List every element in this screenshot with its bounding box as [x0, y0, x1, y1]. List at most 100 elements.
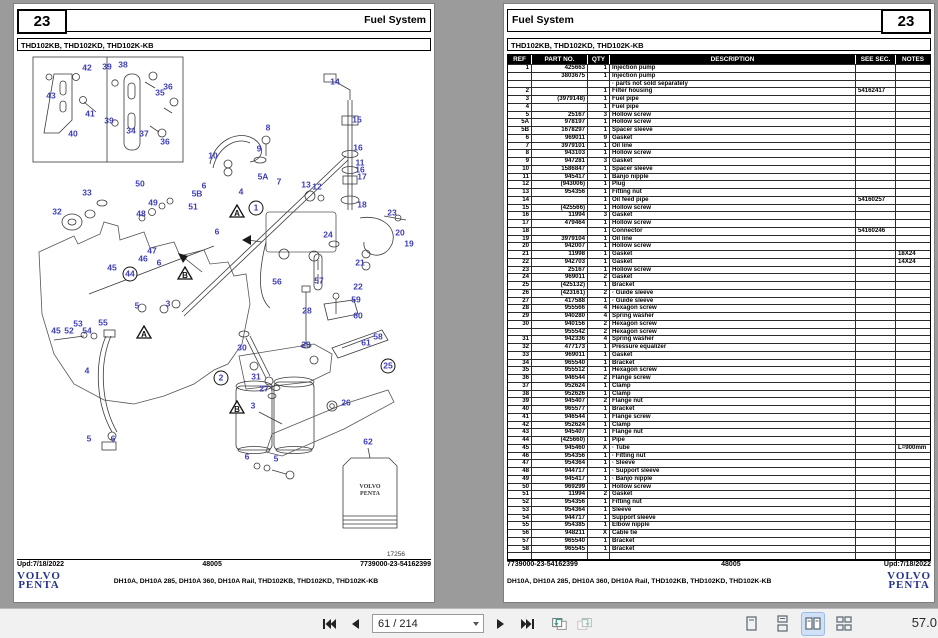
table-cell: 978197 — [532, 119, 588, 126]
callout-number: 36 — [163, 81, 173, 92]
table-cell — [508, 72, 532, 80]
first-page-button[interactable] — [320, 615, 338, 633]
table-cell: 11 — [508, 173, 532, 181]
table-cell: 2 — [588, 274, 610, 281]
callout-number: 38 — [118, 59, 128, 70]
two-page-continuous-view-button[interactable] — [833, 613, 855, 635]
table-cell: 1 — [588, 421, 610, 429]
table-cell: 35 — [508, 367, 532, 374]
table-cell — [856, 390, 896, 398]
table-cell: 3979104 — [532, 235, 588, 243]
table-cell — [856, 359, 896, 367]
parts-table-header: REF PART NO. QTY DESCRIPTION SEE SEC. NO… — [508, 55, 930, 64]
page-indicator-combobox[interactable]: 61 / 214 — [372, 614, 484, 633]
table-cell — [896, 538, 930, 545]
table-cell — [856, 344, 896, 351]
table-cell: 53 — [508, 506, 532, 514]
table-cell: 1 — [588, 514, 610, 522]
table-cell — [896, 205, 930, 212]
callout-number: 9 — [256, 143, 262, 154]
table-cell: 1 — [588, 266, 610, 274]
table-cell: 4 — [508, 103, 532, 111]
table-cell — [896, 468, 930, 475]
table-cell — [856, 545, 896, 553]
table-cell — [856, 483, 896, 491]
table-cell — [856, 111, 896, 119]
table-cell: 1 — [588, 150, 610, 157]
table-cell — [896, 65, 930, 72]
table-cell: 1 — [588, 367, 610, 374]
last-page-button[interactable] — [518, 615, 536, 633]
table-cell: X — [588, 530, 610, 537]
table-cell: Gasket — [610, 134, 856, 142]
callout-number: 45 — [107, 262, 117, 273]
table-cell: 1 — [588, 506, 610, 514]
next-page-button[interactable] — [492, 615, 510, 633]
table-cell — [856, 313, 896, 320]
continuous-view-button[interactable] — [771, 613, 793, 635]
table-cell: Spring washer — [610, 313, 856, 320]
table-cell: 7 — [508, 142, 532, 150]
table-cell: Hexagon screw — [610, 328, 856, 336]
callout-number: 3 — [165, 298, 171, 309]
table-cell: 969299 — [532, 483, 588, 491]
document-canvas: 23 Fuel System THD102KB, THD102KD, THD10… — [14, 4, 934, 602]
table-cell: 1 — [588, 282, 610, 289]
callout-number: 45 — [51, 325, 61, 336]
previous-view-button[interactable] — [550, 615, 568, 633]
callout-number: 21 — [355, 257, 365, 268]
table-cell: 36 — [508, 375, 532, 382]
table-cell: 48 — [508, 468, 532, 475]
table-cell — [896, 321, 930, 328]
table-cell: Bracket — [610, 282, 856, 289]
table-cell — [856, 96, 896, 103]
svg-text:A: A — [234, 209, 240, 218]
table-cell — [896, 507, 930, 514]
table-cell — [856, 119, 896, 126]
callout-number: 13 — [301, 179, 311, 190]
table-cell: 26 — [508, 289, 532, 297]
table-cell: 940280 — [532, 313, 588, 320]
table-cell: Gasket — [610, 351, 856, 359]
two-page-view-button[interactable] — [802, 612, 824, 635]
table-cell: 2 — [588, 320, 610, 328]
callout-number: 53 — [73, 318, 83, 329]
table-cell — [896, 522, 930, 529]
table-cell: 43 — [508, 429, 532, 436]
callout-number: 18 — [357, 199, 367, 210]
callout-number: 4 — [238, 186, 244, 197]
single-page-view-button[interactable] — [740, 613, 762, 635]
table-cell — [508, 80, 532, 88]
table-cell: 965577 — [532, 406, 588, 413]
callout-number: 57 — [314, 275, 324, 286]
table-cell: 1 — [588, 382, 610, 390]
zone-triangle-marker: A — [228, 203, 246, 220]
table-cell — [532, 103, 588, 111]
table-cell: 947281 — [532, 158, 588, 165]
table-cell: Gasket — [610, 251, 856, 258]
figure-number: 17256 — [386, 551, 405, 558]
table-cell: Hollow screw — [610, 150, 856, 157]
previous-page-button[interactable] — [346, 615, 364, 633]
table-cell: 25167 — [532, 266, 588, 274]
next-view-button[interactable] — [576, 615, 594, 633]
table-cell: 1 — [588, 545, 610, 553]
zoom-level-value[interactable]: 57.0 — [911, 615, 937, 630]
chevron-down-icon — [473, 622, 479, 626]
table-cell: Connector — [610, 227, 856, 235]
table-cell — [856, 189, 896, 196]
left-page-header: 23 Fuel System — [17, 9, 431, 34]
callout-number: 27 — [259, 383, 269, 394]
volvo-penta-logo: VOLVO PENTA — [17, 570, 61, 591]
table-cell — [896, 212, 930, 219]
table-cell — [856, 491, 896, 498]
table-cell: 49 — [508, 475, 532, 483]
table-cell: 23 — [508, 266, 532, 274]
table-cell: 1 — [588, 204, 610, 212]
table-cell: 1 — [588, 142, 610, 150]
table-cell — [896, 305, 930, 312]
